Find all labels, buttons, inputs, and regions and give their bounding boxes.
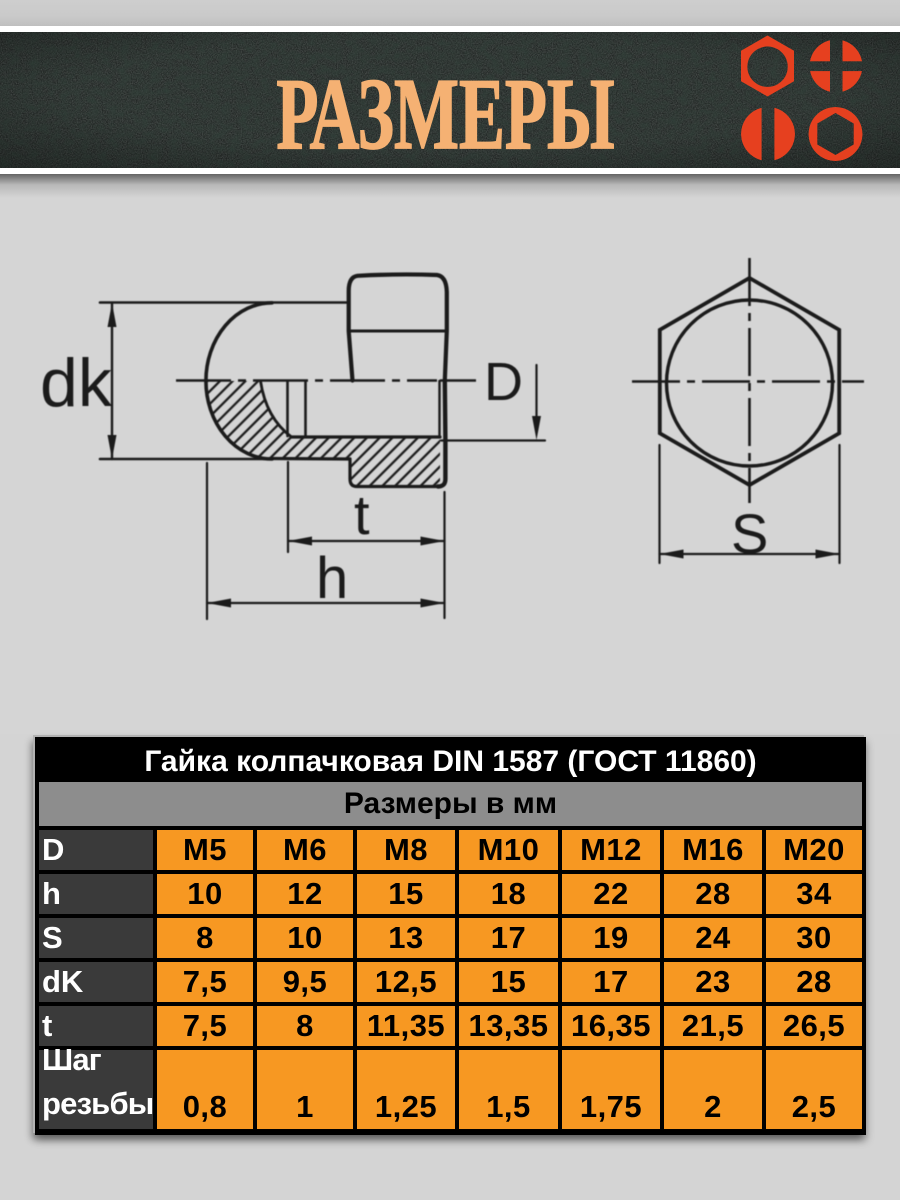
svg-text:S: S [731, 502, 768, 565]
svg-text:h: h [316, 546, 348, 611]
svg-text:dk: dk [40, 345, 113, 421]
svg-text:t: t [354, 483, 370, 546]
svg-text:D: D [484, 352, 523, 412]
